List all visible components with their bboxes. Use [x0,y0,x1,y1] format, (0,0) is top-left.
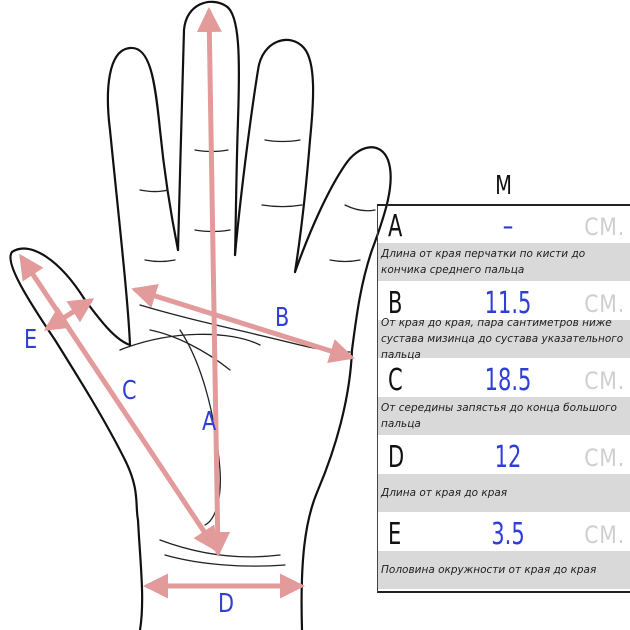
row-description: От середины запястья до конца большого п… [378,397,630,435]
row-unit: СМ. [584,213,625,241]
arrow-a [196,7,231,557]
row-unit: СМ. [584,521,625,549]
row-letter: D [388,440,405,475]
label-a: A [202,407,217,437]
row-letter: A [388,209,403,244]
label-e: E [24,325,38,355]
row-value: 3.5 [491,517,525,552]
row-value: 12 [494,440,522,475]
table-divider [377,204,630,206]
table-row-e: E 3.5 СМ. Половина окружности от края до… [378,514,630,591]
row-value: 18.5 [484,363,532,398]
row-description: Длина от края перчатки по кисти до кончи… [378,243,630,281]
row-unit: СМ. [584,444,625,472]
size-header: M [495,171,512,201]
arrow-c [19,253,218,553]
table-row-a: A – СМ. Длина от края перчатки по кисти … [378,206,630,283]
row-description: Длина от края до края [378,474,630,512]
label-b: B [275,303,290,333]
table-row-d: D 12 СМ. Длина от края до края [378,437,630,514]
row-description: От края до края, пара сантиметров ниже с… [378,317,630,361]
row-unit: СМ. [584,367,625,395]
label-d: D [218,589,235,619]
row-letter: B [388,286,403,321]
label-c: C [122,376,137,406]
row-letter: C [388,363,403,398]
arrow-e [43,298,95,331]
arrow-b [131,284,355,363]
row-unit: СМ. [584,290,625,318]
table-row-b: B 11.5 СМ. От края до края, пара сантиме… [378,283,630,361]
table-row-c: C 18.5 СМ. От середины запястья до конца… [378,360,630,437]
row-description: Половина окружности от края до края [378,551,630,589]
size-table: A – СМ. Длина от края перчатки по кисти … [377,206,630,593]
row-value: 11.5 [484,286,532,321]
row-letter: E [388,517,402,552]
row-value: – [502,209,514,244]
